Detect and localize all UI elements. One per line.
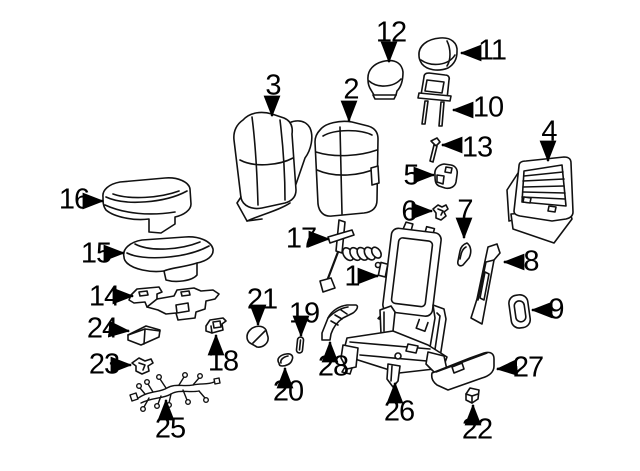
part-seat-back-pad [314, 120, 380, 217]
part-end-cap [277, 353, 294, 367]
callout-9: 9 [548, 293, 564, 326]
callout-10: 10 [472, 91, 504, 124]
part-seat-back-cover [233, 111, 313, 222]
part-retainer-clip [432, 204, 449, 221]
part-corner-cover [246, 325, 269, 348]
part-mount-bracket [131, 357, 154, 375]
callout-22: 22 [461, 413, 493, 446]
callout-18: 18 [207, 345, 239, 378]
part-seat-cushion-cover [102, 177, 192, 234]
part-recliner-actuator [319, 219, 382, 293]
callout-8: 8 [523, 245, 539, 278]
callout-19: 19 [288, 297, 320, 330]
part-handle-bezel [508, 293, 532, 329]
callout-17: 17 [285, 222, 317, 255]
callout-1: 1 [344, 260, 360, 293]
callout-11: 11 [477, 34, 507, 67]
callout-arrows [82, 41, 557, 426]
part-guide-bracket [434, 163, 459, 190]
callout-12: 12 [375, 16, 407, 49]
part-side-trim-piece [457, 242, 472, 267]
part-adjuster-switch [205, 317, 227, 334]
callout-16: 16 [58, 183, 90, 216]
part-headrest-inner [367, 59, 404, 100]
callout-26: 26 [383, 395, 415, 428]
callout-4: 4 [541, 115, 557, 148]
part-headrest-outer [418, 37, 458, 71]
part-seat-back-frame [377, 221, 442, 333]
callout-24: 24 [86, 312, 118, 345]
callout-20: 20 [272, 375, 304, 408]
callout-25: 25 [154, 412, 186, 445]
callout-15: 15 [80, 237, 112, 270]
callout-13: 13 [461, 131, 493, 164]
callout-6: 6 [401, 195, 417, 228]
part-wiring-harness [129, 372, 221, 413]
part-recliner-side-cover [470, 243, 501, 325]
part-small-pin [295, 336, 305, 354]
callout-27: 27 [512, 351, 544, 384]
callout-23: 23 [88, 348, 120, 381]
part-cushion-pan [128, 286, 220, 321]
part-seat-back-rear-panel [506, 156, 574, 244]
part-stop-pin [429, 137, 441, 163]
callout-28: 28 [317, 350, 349, 383]
callout-5: 5 [403, 159, 419, 192]
part-outer-side-trim-panel [430, 351, 495, 391]
part-seat-adjuster-track [340, 304, 448, 388]
callout-7: 7 [457, 194, 473, 227]
part-riser-bracket [321, 304, 359, 341]
part-spacer-block [127, 325, 161, 346]
callout-21: 21 [246, 283, 278, 316]
callout-3: 3 [265, 69, 281, 102]
part-seat-cushion-pad [122, 236, 214, 283]
callout-2: 2 [343, 73, 359, 106]
part-headrest-guide-frame [417, 72, 452, 127]
callout-14: 14 [88, 280, 120, 313]
part-adjuster-knob [465, 387, 480, 404]
